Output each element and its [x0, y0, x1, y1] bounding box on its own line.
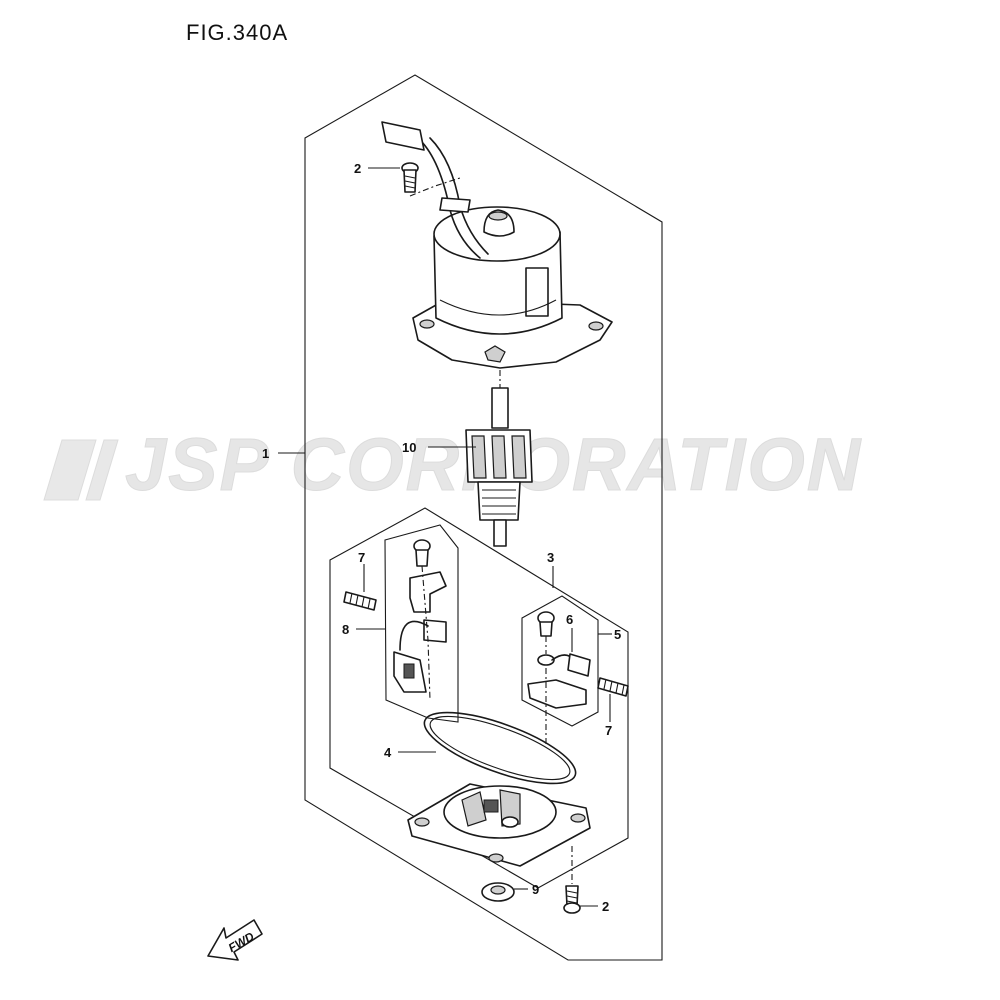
assembly-outline-brush-8 — [384, 524, 459, 723]
brush-holder-right — [527, 611, 591, 709]
spring-right — [597, 677, 629, 697]
screw-bottom — [563, 885, 581, 914]
bushing — [481, 882, 515, 902]
assembly-outline-brush-holder — [329, 507, 629, 889]
callout-2-bottom: 2 — [602, 899, 609, 914]
callout-3: 3 — [547, 550, 554, 565]
lead-wires — [381, 121, 489, 259]
o-ring — [423, 711, 577, 785]
callout-7-left: 7 — [358, 550, 365, 565]
callout-8: 8 — [342, 622, 349, 637]
watermark-logo — [43, 439, 119, 501]
callout-2-top: 2 — [354, 161, 361, 176]
callout-6: 6 — [566, 612, 573, 627]
callout-9: 9 — [532, 882, 539, 897]
assembly-outline-brush-5 — [521, 595, 599, 727]
brush-left-axis — [421, 565, 431, 701]
callout-5: 5 — [614, 627, 621, 642]
assembly-outline-main — [304, 74, 663, 961]
watermark: JSP CORPORATION — [43, 423, 861, 507]
screw-top-axis — [409, 177, 461, 197]
end-bracket — [407, 783, 591, 867]
callout-4: 4 — [384, 745, 392, 760]
motor-yoke — [412, 206, 613, 369]
screw-top — [401, 162, 419, 193]
fwd-arrow: FWD — [207, 919, 263, 961]
callout-1: 1 — [262, 446, 269, 461]
figure-title: FIG.340A — [186, 20, 289, 45]
armature — [465, 387, 533, 547]
callout-10: 10 — [402, 440, 416, 455]
brush-holder-left — [393, 539, 447, 693]
spring-left — [343, 591, 377, 611]
callout-7-right: 7 — [605, 723, 612, 738]
